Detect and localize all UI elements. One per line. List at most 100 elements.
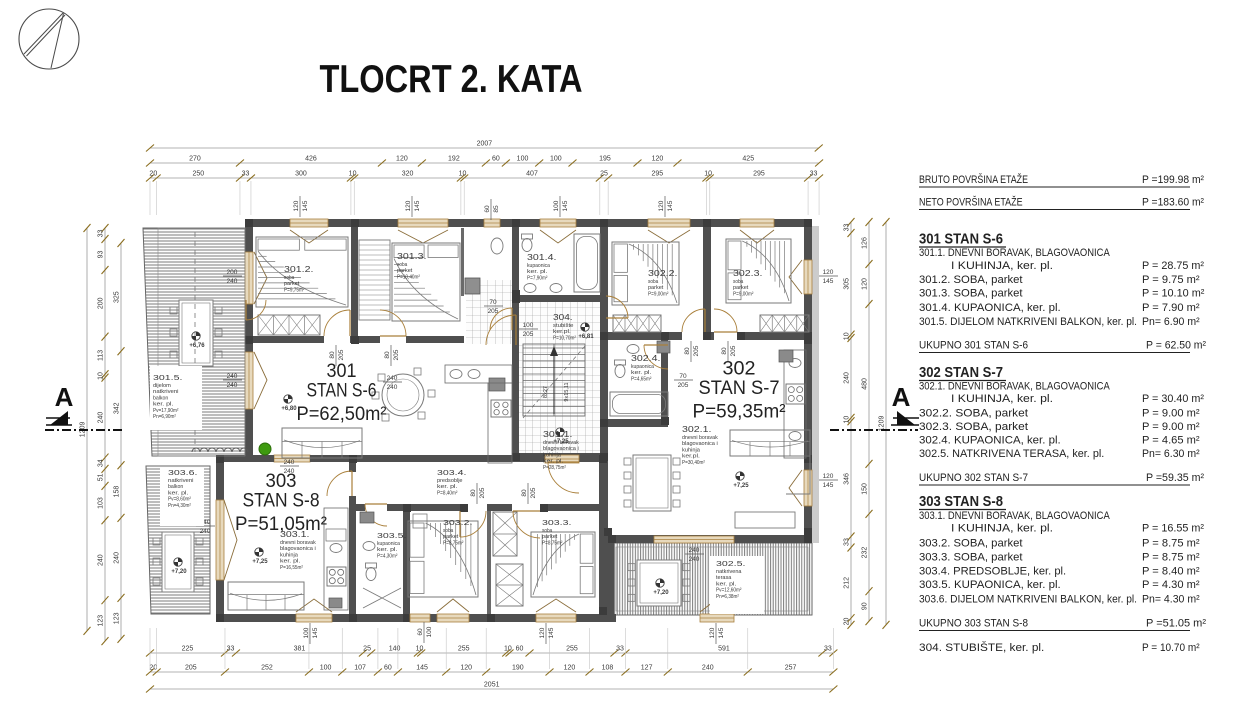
svg-text:ker.pl.: ker.pl. [553, 329, 571, 335]
svg-text:232: 232 [862, 547, 869, 559]
svg-text:kuhinja: kuhinja [543, 452, 561, 458]
svg-text:60: 60 [516, 646, 524, 653]
svg-text:10: 10 [416, 646, 424, 653]
svg-text:205: 205 [530, 487, 537, 498]
svg-text:+7,25: +7,25 [553, 439, 569, 445]
svg-text:8x27: 8x27 [543, 386, 549, 398]
svg-text:60: 60 [384, 665, 392, 672]
svg-text:240: 240 [200, 528, 211, 535]
svg-text:302.2. SOBA, parket: 302.2. SOBA, parket [919, 408, 1028, 420]
svg-text:301 STAN S-6: 301 STAN S-6 [919, 232, 1003, 248]
svg-text:302.4. KUPAONICA, ker. pl.: 302.4. KUPAONICA, ker. pl. [919, 435, 1061, 447]
svg-text:270: 270 [189, 156, 201, 163]
svg-text:342: 342 [114, 402, 121, 414]
svg-text:P=59,35m²: P=59,35m² [693, 402, 786, 423]
svg-text:70: 70 [679, 373, 687, 380]
svg-text:127: 127 [641, 665, 653, 672]
svg-text:212: 212 [844, 577, 851, 589]
svg-text:parket: parket [284, 281, 300, 287]
svg-text:soba: soba [397, 262, 407, 268]
svg-text:302.5. NATKRIVENA TERASA, ker.: 302.5. NATKRIVENA TERASA, ker. pl. [919, 448, 1104, 460]
svg-text:kupaonica: kupaonica [377, 541, 400, 547]
svg-text:P=4,30m²: P=4,30m² [377, 553, 398, 559]
svg-text:303.4.: 303.4. [437, 468, 466, 477]
svg-text:natkriveni: natkriveni [168, 478, 194, 484]
svg-text:303.5. KUPAONICA, ker. pl.: 303.5. KUPAONICA, ker. pl. [919, 579, 1061, 591]
svg-text:240: 240 [227, 278, 238, 285]
svg-text:302.5.: 302.5. [716, 559, 745, 568]
svg-text:STAN S-7: STAN S-7 [699, 378, 780, 399]
svg-text:P=16,55m²: P=16,55m² [280, 565, 303, 571]
svg-text:100: 100 [517, 156, 529, 163]
svg-text:304.: 304. [553, 313, 573, 322]
svg-text:P = 8.40 m²: P = 8.40 m² [1142, 566, 1200, 578]
svg-text:25: 25 [363, 646, 371, 653]
svg-text:A: A [55, 382, 74, 412]
svg-text:108: 108 [602, 665, 614, 672]
svg-text:natkriveni: natkriveni [153, 389, 179, 395]
svg-text:ker. pl.: ker. pl. [716, 581, 736, 587]
svg-text:dnevni boravak: dnevni boravak [682, 435, 718, 441]
svg-text:P=30,40m²: P=30,40m² [682, 460, 705, 466]
svg-text:80: 80 [521, 489, 528, 497]
svg-text:Pn= 4.30 m²: Pn= 4.30 m² [1142, 594, 1200, 606]
svg-text:120: 120 [862, 278, 869, 290]
svg-text:145: 145 [416, 665, 428, 672]
svg-text:145: 145 [548, 627, 555, 638]
svg-text:STAN S-8: STAN S-8 [243, 491, 320, 512]
svg-text:80: 80 [329, 351, 336, 359]
svg-text:100: 100 [426, 626, 433, 637]
svg-text:51: 51 [98, 473, 105, 481]
svg-text:kuhinja: kuhinja [280, 552, 298, 558]
svg-text:P = 62.50 m²: P = 62.50 m² [1146, 340, 1206, 352]
svg-text:ker. pl.: ker. pl. [543, 459, 563, 465]
svg-text:soba: soba [284, 275, 294, 281]
svg-text:240: 240 [98, 412, 105, 424]
svg-text:9x15,11: 9x15,11 [564, 382, 570, 401]
svg-text:205: 205 [479, 487, 486, 498]
svg-text:UKUPNO 303 STAN S-8: UKUPNO 303 STAN S-8 [919, 618, 1028, 630]
svg-text:192: 192 [448, 156, 460, 163]
svg-text:TLOCRT 2. KATA: TLOCRT 2. KATA [320, 58, 583, 101]
svg-text:303.4. PREDSOBLJE, ker. pl.: 303.4. PREDSOBLJE, ker. pl. [919, 566, 1066, 578]
svg-text:P =199.98 m²: P =199.98 m² [1142, 174, 1204, 186]
svg-text:Pv=17,90m²: Pv=17,90m² [153, 408, 179, 414]
svg-text:145: 145 [414, 200, 421, 211]
svg-text:103: 103 [98, 497, 105, 509]
svg-text:ker. pl.: ker. pl. [153, 402, 173, 408]
svg-text:P = 4.65 m²: P = 4.65 m² [1142, 435, 1200, 447]
svg-text:301.1.: 301.1. [543, 430, 572, 439]
svg-text:1209: 1209 [879, 416, 886, 432]
svg-text:120: 120 [823, 473, 834, 480]
svg-text:33: 33 [227, 646, 235, 653]
svg-text:predsoblje: predsoblje [437, 478, 463, 484]
svg-text:240: 240 [284, 459, 295, 466]
svg-text:I KUHINJA, ker. pl.: I KUHINJA, ker. pl. [951, 393, 1053, 405]
svg-text:301.4.: 301.4. [527, 253, 556, 262]
svg-text:+6,81: +6,81 [578, 334, 594, 340]
svg-text:P = 9.00 m²: P = 9.00 m² [1142, 421, 1200, 433]
svg-text:BRUTO POVRŠINA ETAŽE: BRUTO POVRŠINA ETAŽE [919, 173, 1028, 186]
svg-text:P=10,70m²: P=10,70m² [553, 335, 576, 341]
svg-text:301.5. DIJELOM NATKRIVENI BALK: 301.5. DIJELOM NATKRIVENI BALKON, ker. p… [919, 316, 1137, 328]
svg-text:P =59.35 m²: P =59.35 m² [1146, 472, 1204, 484]
svg-text:302: 302 [723, 359, 756, 380]
svg-text:123: 123 [114, 612, 121, 624]
svg-text:240: 240 [114, 552, 121, 564]
svg-text:+7,20: +7,20 [171, 569, 187, 575]
svg-text:240: 240 [387, 384, 398, 391]
svg-text:10: 10 [704, 171, 712, 178]
svg-text:33: 33 [616, 646, 624, 653]
svg-text:205: 205 [523, 331, 534, 338]
svg-text:+7,20: +7,20 [653, 590, 669, 596]
svg-text:301.3. SOBA, parket: 301.3. SOBA, parket [919, 288, 1023, 300]
svg-text:P = 30.40 m²: P = 30.40 m² [1142, 393, 1204, 405]
svg-text:205: 205 [393, 349, 400, 360]
svg-text:80: 80 [470, 489, 477, 497]
svg-text:302.4.: 302.4. [631, 354, 660, 363]
svg-text:303.2. SOBA, parket: 303.2. SOBA, parket [919, 538, 1023, 550]
svg-text:80: 80 [721, 347, 728, 355]
svg-text:301: 301 [327, 361, 357, 382]
svg-text:P=7,90m²: P=7,90m² [527, 275, 548, 281]
svg-text:158: 158 [114, 486, 121, 498]
